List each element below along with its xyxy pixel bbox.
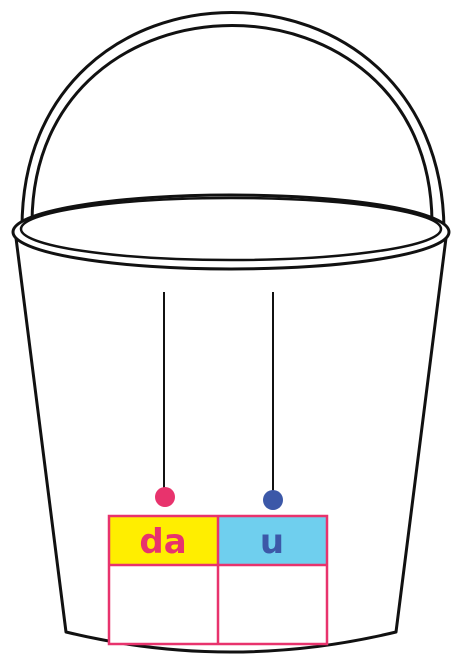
syllable-table: da u [109, 516, 327, 644]
dot-left [155, 487, 175, 507]
syllable-text-left: da [139, 522, 186, 562]
answer-cell-right[interactable] [218, 565, 327, 644]
syllable-text-right: u [260, 522, 284, 562]
answer-cell-left[interactable] [109, 565, 218, 644]
bucket-rim-inner [21, 198, 441, 260]
dot-right [263, 490, 283, 510]
